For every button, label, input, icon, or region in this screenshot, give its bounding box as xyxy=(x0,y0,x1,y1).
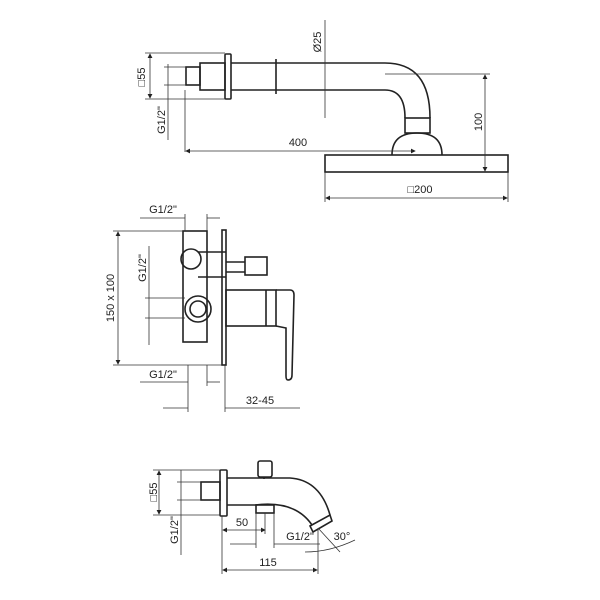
thread-bottom-label: G1/2" xyxy=(149,369,177,381)
mixer-dimensions: G1/2" G1/2" 150 x 100 G1/2" 32-45 xyxy=(105,204,300,412)
shower-arm-dimensions: □55 G1/2" Ø25 400 100 □200 xyxy=(136,20,509,202)
square-55-label: □55 xyxy=(148,483,160,502)
spout-dimensions: 50 □55 G1/2" G1/2" 115 30° xyxy=(148,469,356,574)
depth-label: 32-45 xyxy=(246,395,274,407)
thread-side-label: G1/2" xyxy=(137,254,149,282)
angle-label: 30° xyxy=(334,531,351,543)
thread-label: G1/2" xyxy=(156,106,168,134)
length-label: 115 xyxy=(259,557,277,569)
thread-label: G1/2" xyxy=(169,516,181,544)
height-label: 100 xyxy=(473,113,485,131)
spout-drawing xyxy=(200,460,333,534)
shower-arm-drawing xyxy=(185,53,509,173)
thread-top-label: G1/2" xyxy=(149,204,177,216)
mixer-drawing xyxy=(180,229,295,381)
length-label: 400 xyxy=(289,137,307,149)
size-label: 150 x 100 xyxy=(105,274,117,322)
plate-size-label: □200 xyxy=(408,184,433,196)
thread-outlet-label: G1/2" xyxy=(286,531,314,543)
diameter-label: Ø25 xyxy=(312,32,324,53)
square-55-label: □55 xyxy=(136,68,148,87)
offset-label: 50 xyxy=(236,517,248,529)
